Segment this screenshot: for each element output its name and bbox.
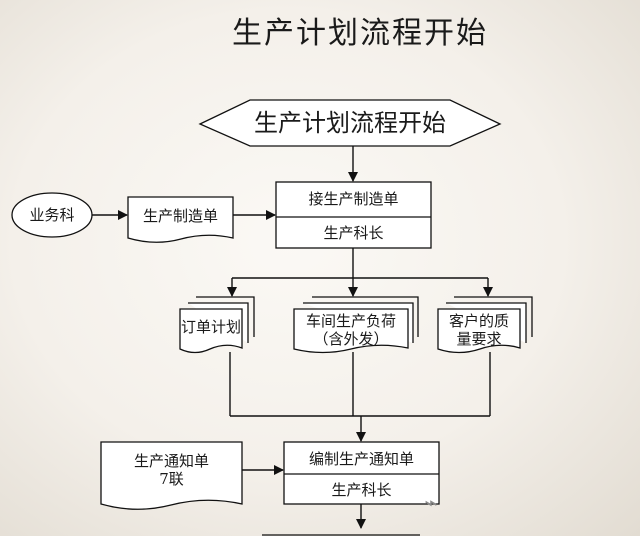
- production-order-doc-label: 生产制造单: [142, 207, 218, 225]
- page-title: 生产计划流程开始: [232, 16, 488, 51]
- order-plan-doc-shape: [179, 308, 243, 354]
- customer-quality-label: 客户的质 量要求: [448, 312, 509, 348]
- start-node-label: 生产计划流程开始: [254, 109, 446, 137]
- compile-notice-title: 编制生产通知单: [308, 450, 414, 468]
- receive-order-box: [275, 181, 432, 249]
- notice-doc-label: 生产通知单 7联: [133, 452, 209, 488]
- wechat-icon: ⌁: [424, 491, 438, 516]
- notice-doc-shape: [100, 441, 243, 510]
- workshop-load-doc-shape: [293, 308, 409, 354]
- start-hexagon: [198, 99, 502, 147]
- workshop-load-label: 车间生产负荷 （含外发）: [305, 312, 396, 348]
- receive-order-owner: 生产科长: [323, 224, 384, 242]
- order-plan-label: 订单计划: [180, 318, 241, 336]
- receive-order-title: 接生产制造单: [308, 190, 399, 208]
- compile-notice-box: [283, 441, 440, 505]
- production-order-doc-shape: [127, 196, 234, 243]
- sales-dept-label: 业务科: [29, 206, 75, 224]
- customer-quality-doc-shape: [437, 308, 521, 354]
- compile-notice-owner: 生产科长: [331, 481, 392, 499]
